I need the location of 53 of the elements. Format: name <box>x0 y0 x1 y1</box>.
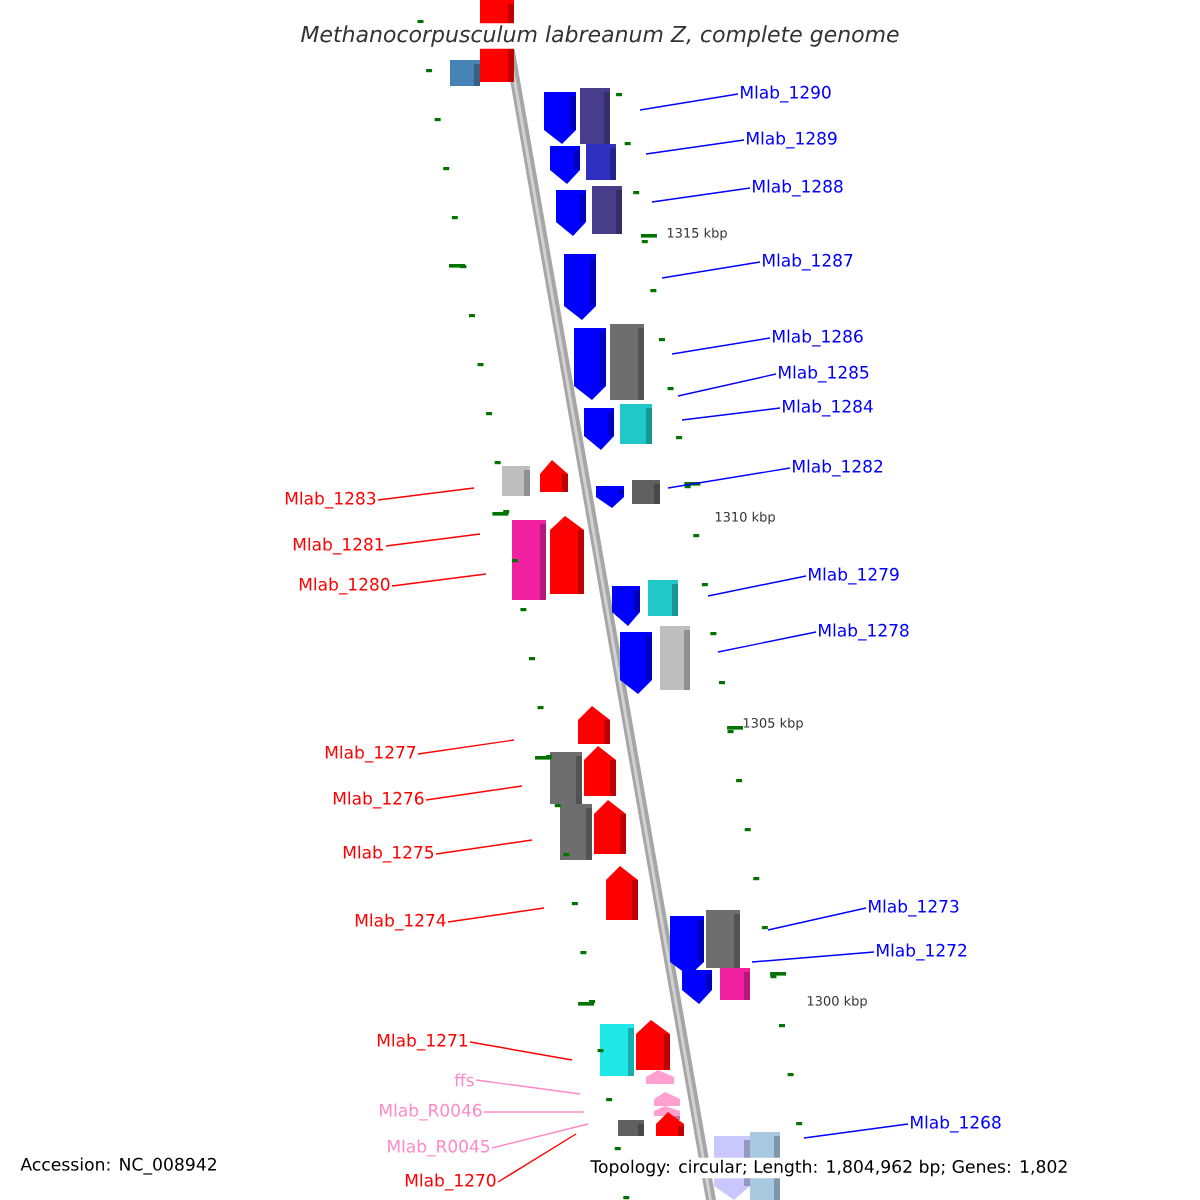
leader-line <box>391 573 487 587</box>
gene-label: Mlab_1284 <box>783 399 873 417</box>
gene-label: Mlab_1268 <box>911 1115 1001 1133</box>
leader-line <box>483 1111 585 1113</box>
gene-label: Mlab_1280 <box>299 577 390 595</box>
leader-line <box>435 839 533 855</box>
leader-line <box>681 407 781 421</box>
leader-line <box>767 907 867 931</box>
leader-line <box>751 951 875 963</box>
leader-line <box>651 187 751 203</box>
gene-label: Mlab_1277 <box>325 745 416 763</box>
gene-label: Mlab_1288 <box>753 179 843 197</box>
leader-line <box>447 907 545 923</box>
gene-label: Mlab_1272 <box>877 943 967 961</box>
gene-label: Mlab_1270 <box>405 1173 496 1191</box>
leader-line <box>425 785 523 801</box>
leader-line <box>677 373 777 397</box>
gene-label: Mlab_1283 <box>285 491 376 509</box>
gene-label: Mlab_1274 <box>355 913 446 931</box>
gene-label: Mlab_1279 <box>809 567 899 585</box>
accession-label: Accession: NC_008942 <box>18 1155 220 1177</box>
title: Methanocorpusculum labreanum Z, complete genome <box>298 23 902 49</box>
gene-label: Mlab_1287 <box>763 253 853 271</box>
gene-label: Mlab_1290 <box>741 85 831 103</box>
gene-label: Mlab_1281 <box>293 537 384 555</box>
gene-label: ffs <box>454 1073 474 1087</box>
genome-info-label: Topology: circular; Length: 1,804,962 bp; Genes: 1,802 <box>588 1157 1071 1179</box>
leader-line <box>469 1041 573 1061</box>
gene-label: Mlab_1282 <box>793 459 883 477</box>
gene-label: Mlab_1285 <box>779 365 869 383</box>
leader-line <box>667 467 791 489</box>
leader-line <box>475 1079 581 1095</box>
gene-label: Mlab_1286 <box>773 329 863 347</box>
leader-line <box>377 487 475 501</box>
leader-line <box>497 1133 577 1183</box>
gene-label: Mlab_R0046 <box>380 1103 482 1121</box>
leader-line <box>645 139 745 155</box>
gene-label: Mlab_1278 <box>819 623 909 641</box>
leader-line <box>491 1123 589 1149</box>
gene-label: Mlab_1276 <box>333 791 424 809</box>
leader-line <box>417 739 515 755</box>
leader-line <box>661 261 761 279</box>
leader-line <box>717 631 817 653</box>
gene-label: Mlab_1273 <box>869 899 959 917</box>
leader-line <box>639 93 739 111</box>
gene-label: Mlab_1271 <box>377 1033 468 1051</box>
leader-line <box>671 337 771 355</box>
leader-line <box>707 575 807 597</box>
leader-line <box>803 1123 909 1139</box>
gene-label: Mlab_1289 <box>747 131 837 149</box>
leader-line <box>385 533 481 547</box>
gene-label: Mlab_R0045 <box>388 1139 490 1157</box>
gene-label: Mlab_1275 <box>343 845 434 863</box>
